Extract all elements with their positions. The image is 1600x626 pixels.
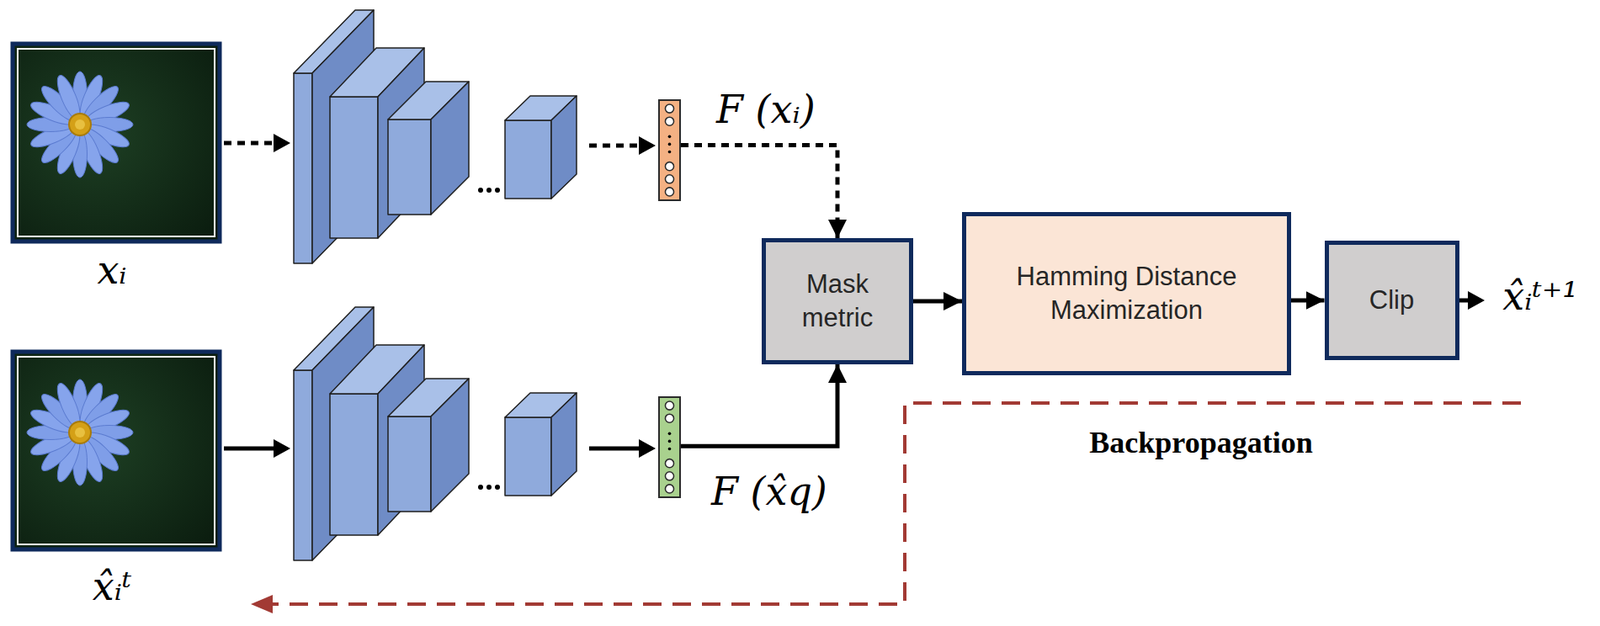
box-text: Mask metric xyxy=(782,267,893,336)
vector-dot xyxy=(668,432,672,436)
connector xyxy=(1291,298,1325,303)
backprop-label: Backpropagation xyxy=(1089,425,1313,462)
vector-dot xyxy=(668,440,672,444)
process-box: Clip xyxy=(1324,240,1460,361)
output-label: x̂ᵢᵗ⁺¹ xyxy=(1502,275,1578,319)
arrow-head xyxy=(638,136,656,155)
image-label: x̂ᵢᵗ xyxy=(92,565,133,609)
arrow-line xyxy=(589,446,641,452)
vector-dot xyxy=(668,447,672,452)
vector-cells xyxy=(659,398,680,497)
image-label: xᵢ xyxy=(96,249,127,293)
connector xyxy=(680,364,838,447)
box-text: Hamming Distance Maximization xyxy=(992,260,1262,329)
flower-image xyxy=(12,351,220,550)
flower-image xyxy=(12,43,220,242)
static-arrows xyxy=(223,133,1521,614)
arrow-head xyxy=(273,439,291,458)
arrow-head xyxy=(1467,291,1485,310)
vector-dot xyxy=(668,143,672,147)
vector-cell xyxy=(664,414,674,423)
box-text: Clip xyxy=(1345,283,1439,318)
vector-cell xyxy=(664,175,674,184)
feature-label: F (x̂q) xyxy=(711,470,828,514)
vector-cell xyxy=(664,187,674,197)
feature-vector: F (xᵢ) xyxy=(658,99,681,202)
process-box: Hamming Distance Maximization xyxy=(962,212,1292,376)
vector-cell xyxy=(664,484,674,494)
vector-cell xyxy=(664,472,674,481)
process-box: Mask metric xyxy=(761,238,914,365)
vector-dot xyxy=(668,150,672,155)
vector-cell xyxy=(664,162,674,171)
vector-cell xyxy=(664,116,674,126)
cnn-layers xyxy=(293,10,577,264)
arrow-line xyxy=(589,143,641,149)
vector-cell xyxy=(664,459,674,468)
arrow-head xyxy=(250,595,273,614)
feature-vector: F (x̂q) xyxy=(658,396,681,499)
feature-label: F (xᵢ) xyxy=(716,88,816,132)
vector-cell xyxy=(664,104,674,113)
connector xyxy=(913,299,963,304)
cnn-layers xyxy=(293,307,577,561)
vector-cell xyxy=(664,401,674,410)
arrow-line xyxy=(223,141,275,146)
backprop-line xyxy=(269,403,1521,605)
arrow-line xyxy=(223,446,275,452)
connector xyxy=(680,144,838,239)
arrow-head xyxy=(638,439,656,458)
vector-cells xyxy=(659,100,680,200)
vector-dot xyxy=(668,135,672,139)
arrow-head xyxy=(273,133,291,153)
